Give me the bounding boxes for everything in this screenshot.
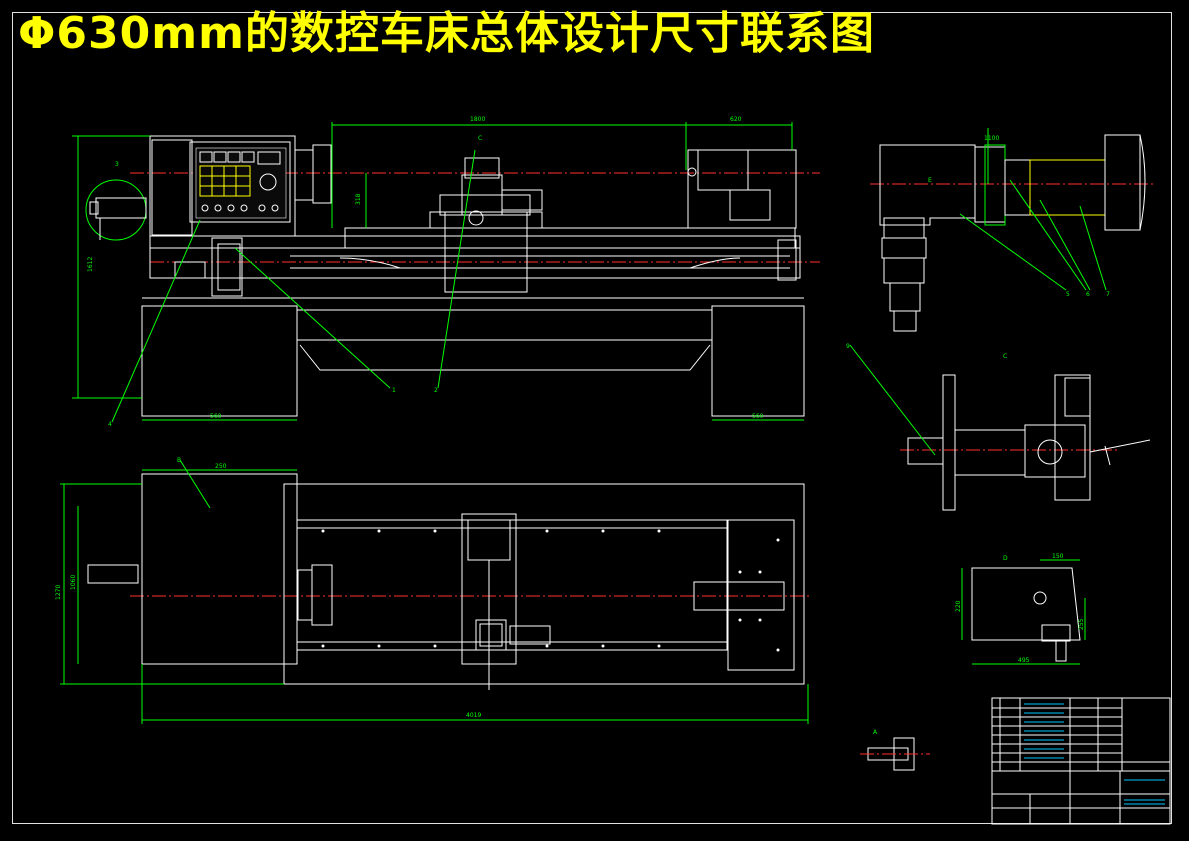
dim-total: 4019 (466, 712, 481, 719)
control-panel (195, 147, 287, 219)
drawing-title: Φ630mm的数控车床总体设计尺寸联系图 (18, 8, 875, 59)
dim-side-center: 1100 (984, 135, 999, 142)
dim-width: 1270 (55, 585, 62, 600)
label-c-front: C (478, 135, 482, 142)
callout-1: 1 (392, 387, 396, 394)
dim-box: 250 (215, 463, 227, 470)
front-view: 1800 620 1612 318 560 560 1 2 4 C 3 (72, 116, 820, 428)
callout-9: 9 (846, 343, 850, 350)
view-c: C 9 (846, 343, 1151, 511)
drawing-frame (12, 12, 1172, 824)
label-a-view: A (873, 729, 878, 736)
dim-height: 1612 (87, 257, 94, 272)
plan-view: 250 1270 1060 4019 B (55, 457, 810, 724)
dim-foot-right: 560 (752, 413, 764, 420)
dim-d-height: 220 (955, 600, 962, 612)
dim-depth: 1060 (70, 575, 77, 590)
dim-d-top: 150 (1052, 553, 1064, 560)
dim-d-bottom: 495 (1018, 657, 1030, 664)
label-c-view: C (1003, 353, 1007, 360)
dim-center-height: 318 (355, 193, 362, 205)
callout-5: 5 (1066, 291, 1070, 298)
view-a: A (860, 729, 930, 771)
dim-foot-left: 560 (210, 413, 222, 420)
label-b-plan: B (177, 457, 181, 464)
title-block (991, 697, 1171, 825)
callout-3: 3 (115, 161, 119, 168)
dim-top-short: 620 (730, 116, 742, 123)
label-e-side: E (928, 177, 932, 184)
callout-7: 7 (1106, 291, 1110, 298)
callout-2: 2 (434, 387, 438, 394)
label-d-view: D (1003, 555, 1008, 562)
view-d: D 150 220 255 495 (955, 553, 1086, 665)
side-view: 1100 E 5 6 7 (870, 128, 1155, 332)
callout-4: 4 (108, 421, 112, 428)
callout-6: 6 (1086, 291, 1090, 298)
dim-top-long: 1800 (470, 116, 485, 123)
dim-d-small: 255 (1078, 618, 1085, 630)
